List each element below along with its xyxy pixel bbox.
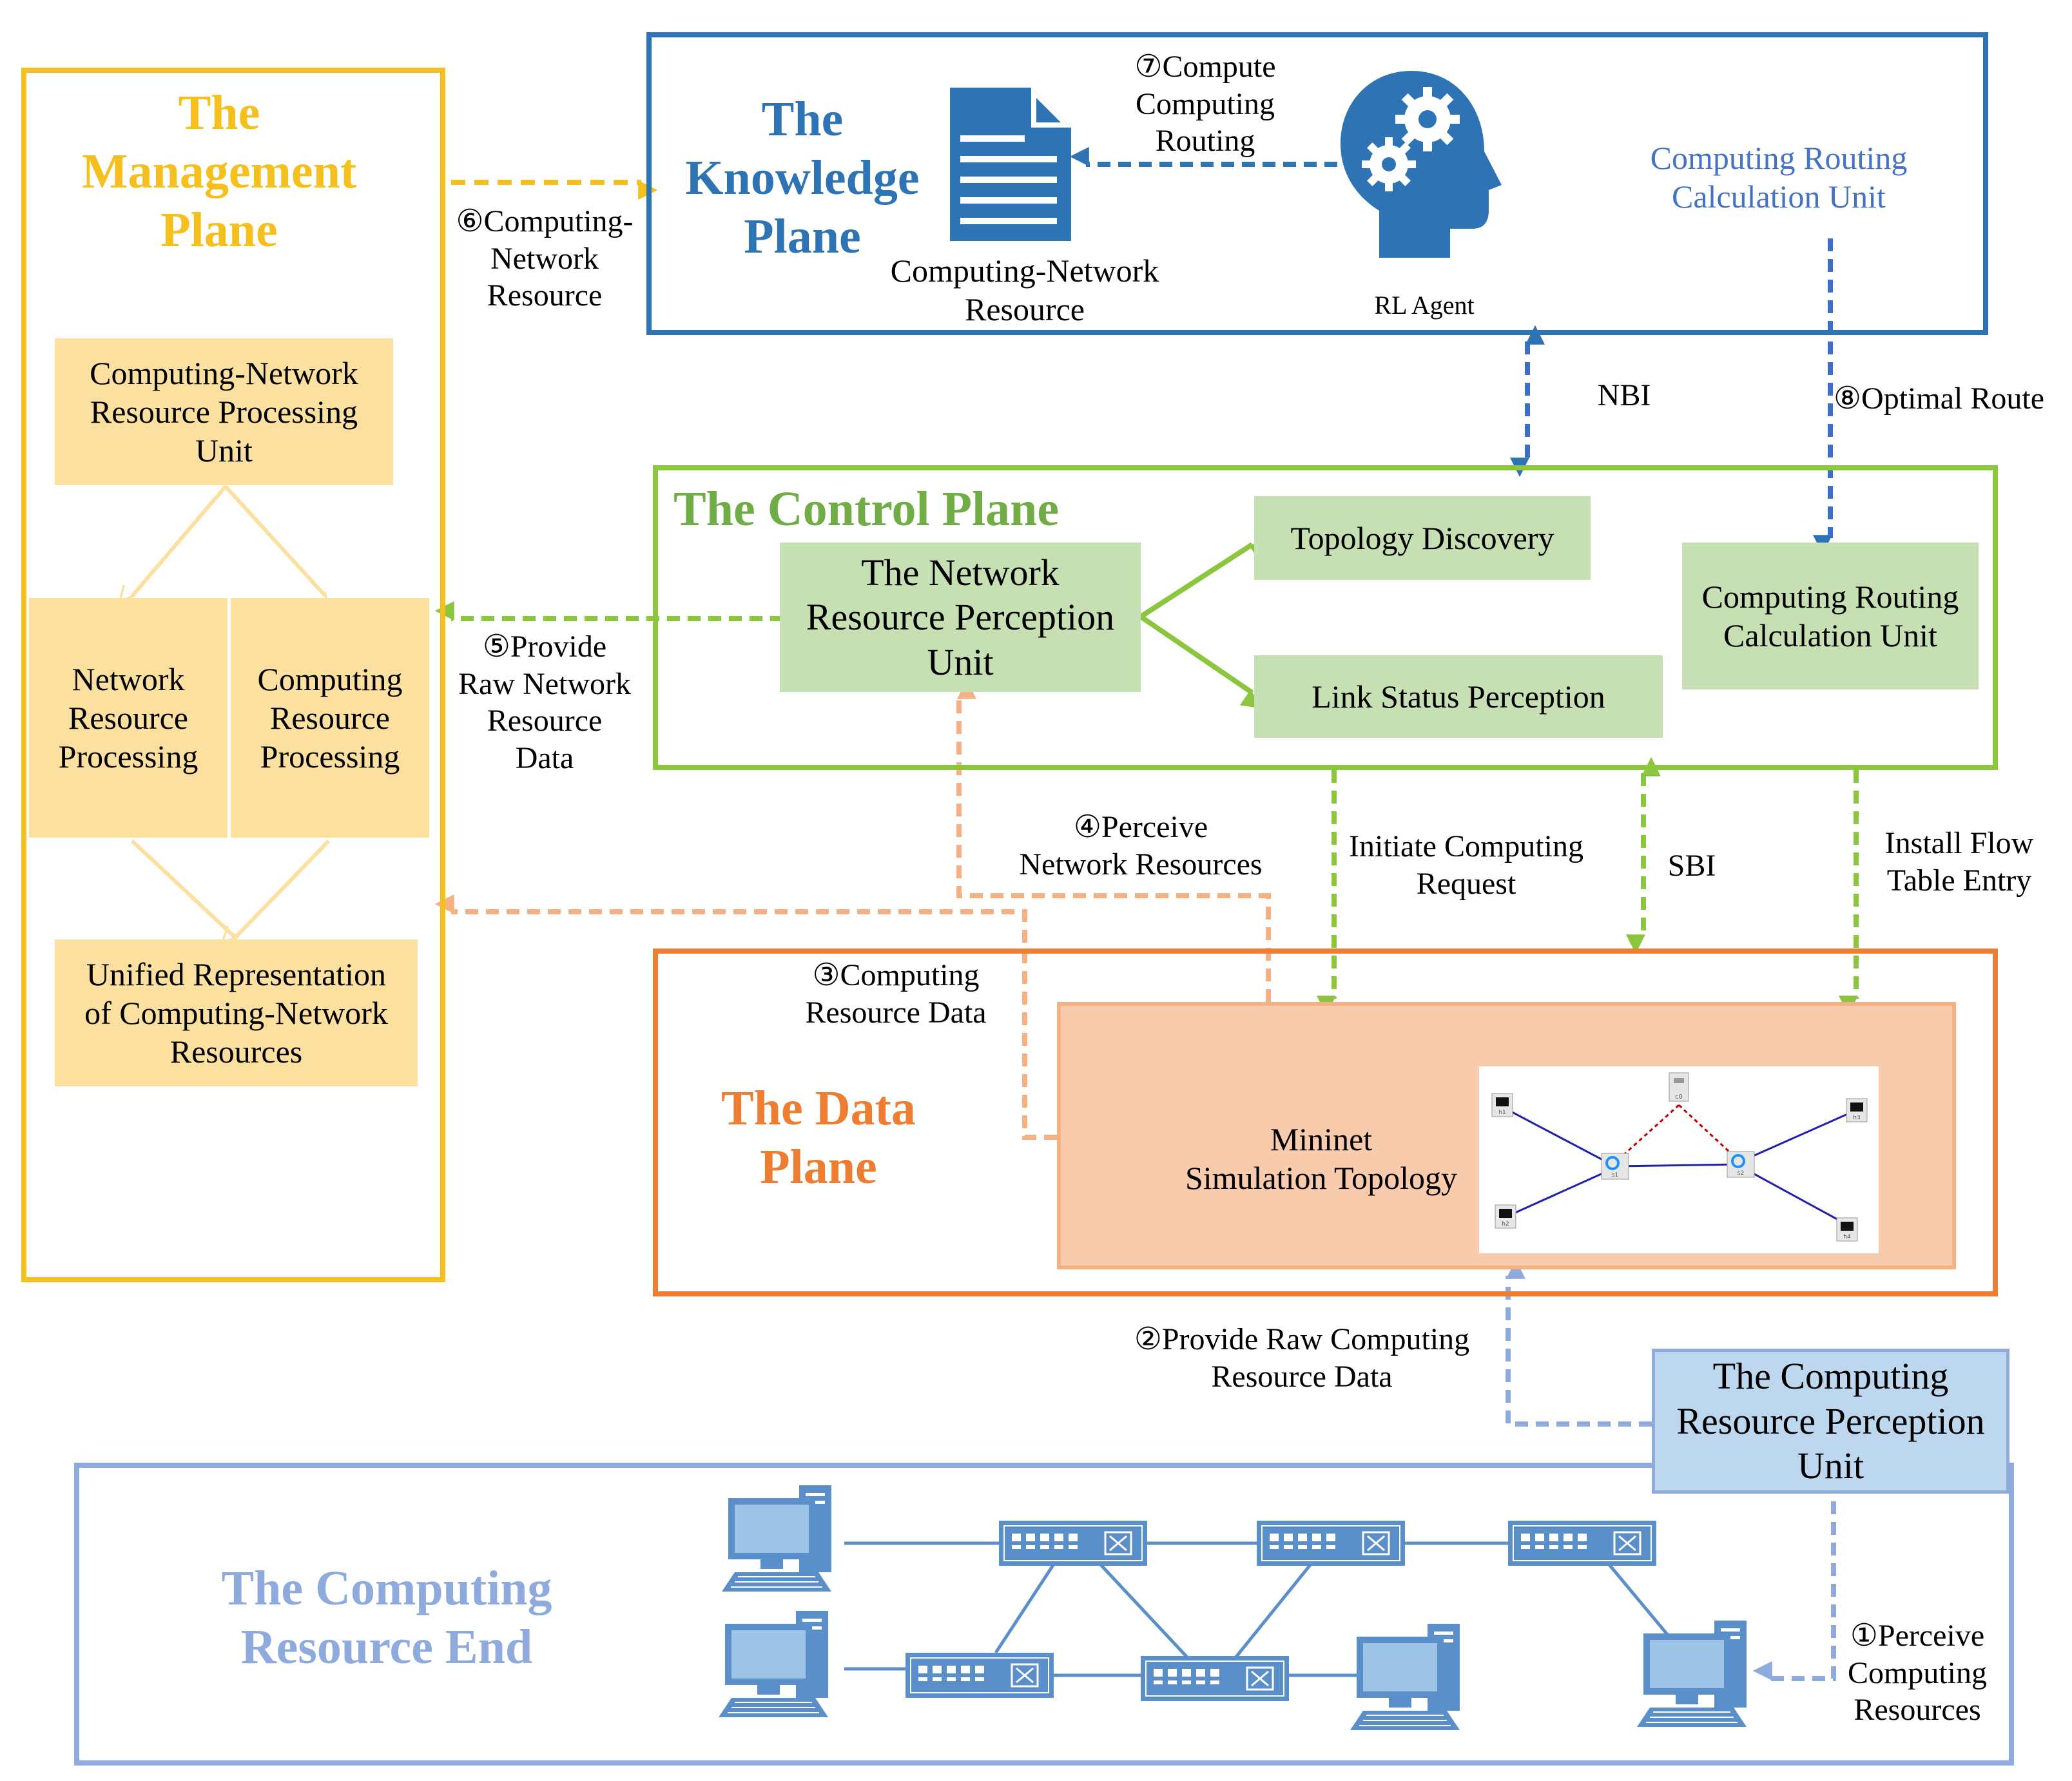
control-routing-unit-label: Computing Routing Calculation Unit: [1701, 579, 1959, 653]
mininet-controller-label: c0: [1675, 1093, 1683, 1101]
label-install: Install Flow Table Entry: [1884, 826, 2034, 898]
mininet-switch-label-s1: s1: [1612, 1172, 1618, 1179]
arrow-step2: [1506, 1259, 1652, 1427]
mininet-host-h3: h3: [1846, 1098, 1868, 1122]
mininet-host-label-h2: h2: [1502, 1221, 1509, 1227]
label-step4: ④Perceive Network Resources: [1019, 810, 1263, 881]
mininet-host-h4: h4: [1836, 1217, 1858, 1242]
label-step6: ⑥Computing- Network Resource: [456, 204, 634, 313]
link-status-label: Link Status Perception: [1312, 679, 1605, 715]
label-step2: ②Provide Raw Computing Resource Data: [1134, 1322, 1470, 1394]
network-switch-icon: [1508, 1521, 1656, 1566]
computing-perception-unit-box: The Computing Resource Perception Unit: [1652, 1349, 2009, 1494]
arrow-to-topology: [1139, 542, 1270, 619]
network-switch-icon: [905, 1653, 1054, 1698]
label-step3: ③Computing Resource Data: [805, 958, 987, 1030]
label-initiate: Initiate Computing Request: [1349, 829, 1583, 901]
arrow-step3: [434, 894, 1057, 1140]
computer-icon: [722, 1485, 831, 1592]
mininet-host-label-h4: h4: [1843, 1234, 1851, 1240]
network-perception-unit-label: The Network Resource Perception Unit: [806, 551, 1115, 683]
knowledge-plane: [646, 32, 1988, 335]
mininet-switch-label-s2: s2: [1738, 1170, 1744, 1177]
resource-end-links: [844, 1541, 1670, 1677]
data-plane-title: The Data Plane: [721, 1081, 916, 1195]
mininet-label: Mininet Simulation Topology: [1185, 1121, 1457, 1196]
computing-resource-end: [74, 1463, 2014, 1766]
management-plane: [21, 68, 445, 1282]
network-switch-icon: [1141, 1656, 1289, 1701]
unified-representation-box: Unified Representation of Computing-Netw…: [55, 939, 418, 1086]
topology-discovery-label: Topology Discovery: [1290, 520, 1554, 556]
document-caption: Computing-Network Resource: [890, 253, 1159, 327]
mininet-links: [1504, 1107, 1857, 1226]
knowledge-plane-title: The Knowledge Plane: [685, 92, 920, 264]
computing-perception-unit-label: The Computing Resource Perception Unit: [1676, 1355, 1985, 1487]
label-step8: ⑧Optimal Route: [1834, 381, 2044, 416]
mininet-controller: c0: [1669, 1072, 1689, 1102]
link-status-box: Link Status Perception: [1254, 655, 1663, 738]
processing-unit-label: Computing-Network Resource Processing Un…: [90, 355, 358, 468]
computer-icon: [1350, 1624, 1460, 1730]
document-icon: [950, 88, 1071, 241]
unified-representation-label: Unified Representation of Computing-Netw…: [84, 956, 388, 1070]
management-plane-title: The Management Plane: [81, 86, 357, 258]
mininet-host-h2: h2: [1495, 1204, 1516, 1229]
network-perception-unit-box: The Network Resource Perception Unit: [780, 543, 1141, 692]
label-step5: ⑤Provide Raw Network Resource Data: [458, 630, 631, 775]
computer-icon: [719, 1611, 828, 1717]
topology-discovery-box: Topology Discovery: [1254, 496, 1591, 580]
computing-processing-box: Computing Resource Processing: [231, 598, 429, 838]
control-plane-title: The Control Plane: [673, 482, 1060, 536]
mininet-host-h1: h1: [1491, 1093, 1513, 1117]
computing-processing-label: Computing Resource Processing: [257, 661, 403, 775]
control-routing-unit-box: Computing Routing Calculation Unit: [1682, 543, 1979, 689]
network-processing-label: Network Resource Processing: [58, 661, 198, 775]
network-switch-icon: [999, 1521, 1147, 1566]
mininet-topology-screenshot: c0 s1 s2 h1 h2 h3 h4: [1479, 1066, 1879, 1253]
label-sbi: SBI: [1667, 849, 1716, 883]
brain-gears-icon: [1341, 71, 1502, 258]
label-nbi: NBI: [1597, 378, 1651, 412]
processing-unit-box: Computing-Network Resource Processing Un…: [55, 338, 393, 485]
knowledge-routing-unit: Computing Routing Calculation Unit: [1650, 140, 1908, 215]
management-tree-arrows: [118, 485, 331, 952]
computer-icon: [1637, 1621, 1747, 1727]
network-switch-icon: [1257, 1521, 1405, 1566]
mininet-host-label-h3: h3: [1853, 1115, 1860, 1121]
computing-resource-end-title: The Computing Resource End: [221, 1561, 552, 1675]
label-step7: ⑦Compute Computing Routing: [1134, 50, 1276, 159]
control-plane: [653, 465, 1998, 770]
arrow-to-link-status: [1139, 614, 1262, 709]
mininet-switch-s1: s1: [1601, 1153, 1629, 1180]
network-processing-box: Network Resource Processing: [29, 598, 228, 838]
mininet-switch-s2: s2: [1727, 1151, 1755, 1178]
label-step1: ①Perceive Computing Resources: [1847, 1619, 1988, 1728]
mininet-host-label-h1: h1: [1498, 1110, 1506, 1116]
rl-agent-caption: RL Agent: [1374, 291, 1475, 320]
arrow-step1: [1752, 1501, 1836, 1681]
data-plane: [653, 948, 1998, 1296]
